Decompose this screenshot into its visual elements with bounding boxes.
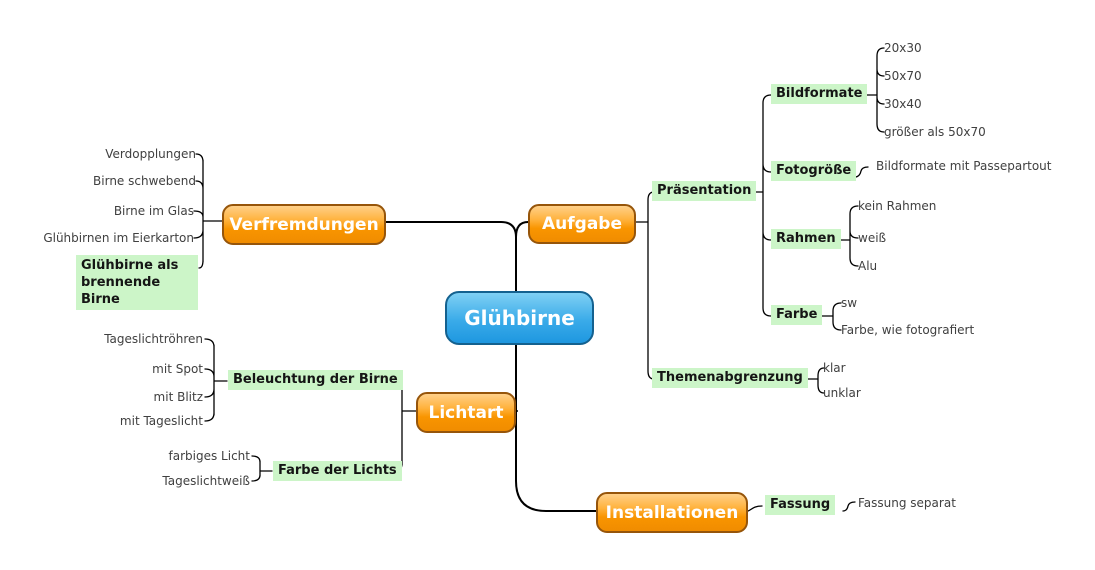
node-rahmen[interactable]: Rahmen [771, 229, 841, 249]
node-beleuchtung-der-birne[interactable]: Beleuchtung der Birne [228, 370, 403, 390]
edge-fotogroesse-leaf [855, 166, 869, 178]
node-sw[interactable]: sw [841, 296, 858, 310]
node-tageslichtroehren[interactable]: Tageslichtröhren [104, 332, 203, 346]
node-bildformate-mit-passepartout[interactable]: Bildformate mit Passepartout [876, 159, 1052, 173]
node-farbe-wie-fotografiert[interactable]: Farbe, wie fotografiert [841, 323, 975, 337]
node-lichtart[interactable]: Lichtart [416, 392, 516, 433]
node-klar[interactable]: klar [823, 361, 846, 375]
edge-fassung-leaf [842, 501, 856, 512]
node-aufgabe[interactable]: Aufgabe [528, 204, 636, 244]
node-kein-rahmen[interactable]: kein Rahmen [858, 199, 937, 213]
node-themenabgrenzung[interactable]: Themenabgrenzung [652, 368, 808, 388]
node-birne-schwebend[interactable]: Birne schwebend [93, 174, 196, 188]
node-verfremdungen-label: Verfremdungen [229, 214, 379, 235]
bracket-farbe-der-lichts-children [251, 455, 273, 482]
node-root-label: Glühbirne [464, 306, 575, 330]
node-gluehbirne-als-brennende-birne[interactable]: Glühbirne als brennende Birne [76, 255, 198, 310]
node-lichtart-label: Lichtart [428, 402, 504, 423]
node-50x70[interactable]: 50x70 [884, 69, 922, 83]
bracket-praesentation-children [749, 94, 772, 317]
bracket-beleuchtung-children [204, 338, 228, 422]
node-fassung-separat[interactable]: Fassung separat [858, 496, 956, 510]
node-root[interactable]: Glühbirne [445, 291, 594, 345]
bracket-verfremdungen-children [193, 153, 223, 269]
node-praesentation[interactable]: Präsentation [652, 181, 757, 201]
node-installationen[interactable]: Installationen [596, 492, 748, 533]
node-mit-tageslicht[interactable]: mit Tageslicht [119, 414, 203, 428]
node-20x30[interactable]: 20x30 [884, 41, 922, 55]
node-farbe-der-lichts[interactable]: Farbe der Lichts [273, 461, 402, 481]
node-verfremdungen[interactable]: Verfremdungen [222, 204, 386, 245]
node-aufgabe-label: Aufgabe [542, 214, 622, 234]
bracket-bildformate-children [860, 47, 885, 133]
edge-root-bottom-trunk [515, 340, 597, 512]
node-gluehbirnen-im-eierkarton[interactable]: Glühbirnen im Eierkarton [43, 231, 194, 245]
bracket-rahmen-children [837, 205, 859, 267]
node-unklar[interactable]: unklar [823, 386, 861, 400]
node-verdopplungen[interactable]: Verdopplungen [105, 147, 196, 161]
node-weiss[interactable]: weiß [858, 231, 887, 245]
bracket-lichtart-children [392, 380, 417, 473]
node-mit-spot[interactable]: mit Spot [152, 362, 203, 376]
node-farbe[interactable]: Farbe [771, 305, 823, 325]
node-installationen-label: Installationen [605, 502, 739, 523]
node-bildformate[interactable]: Bildformate [771, 84, 868, 104]
node-mit-blitz[interactable]: mit Blitz [153, 390, 203, 404]
node-tageslichtweiss[interactable]: Tageslichtweiß [162, 474, 250, 488]
edge-verfremdungen-root [381, 221, 517, 292]
edge-aufgabe-root [515, 221, 529, 238]
node-groesser-als-50x70[interactable]: größer als 50x70 [884, 125, 986, 139]
node-fotogroesse[interactable]: Fotogröße [771, 161, 857, 181]
node-birne-im-glas[interactable]: Birne im Glas [113, 204, 194, 218]
node-alu[interactable]: Alu [858, 259, 878, 273]
node-30x40[interactable]: 30x40 [884, 97, 922, 111]
node-fassung[interactable]: Fassung [765, 495, 836, 515]
node-farbiges-licht[interactable]: farbiges Licht [168, 449, 250, 463]
